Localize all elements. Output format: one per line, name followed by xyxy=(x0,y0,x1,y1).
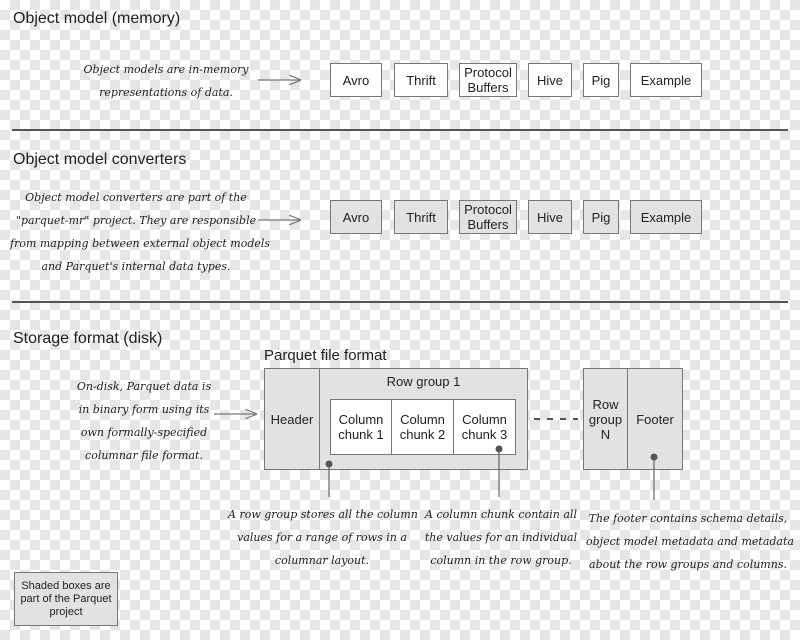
model-box-example: Example xyxy=(630,63,702,97)
section-title-disk: Storage format (disk) xyxy=(13,330,163,347)
converter-box-hive: Hive xyxy=(528,200,572,234)
model-box-hive: Hive xyxy=(528,63,572,97)
note-memory: Object models are in-memory representati… xyxy=(83,63,249,99)
converter-box-thrift: Thrift xyxy=(394,200,448,234)
note-row-group: A row group stores all the column values… xyxy=(228,508,418,567)
footer-box: Footer xyxy=(627,368,683,470)
model-box-protocol-buffers: Protocol Buffers xyxy=(459,63,517,97)
section-divider xyxy=(12,129,788,131)
header-box: Header xyxy=(264,368,320,470)
note-footer: The footer contains schema details, obje… xyxy=(586,512,794,571)
converter-box-example: Example xyxy=(630,200,702,234)
column-chunk-1: Column chunk 1 xyxy=(330,399,392,455)
model-box-pig: Pig xyxy=(583,63,619,97)
model-box-avro: Avro xyxy=(330,63,382,97)
column-chunk-3: Column chunk 3 xyxy=(453,399,516,455)
section-title-memory: Object model (memory) xyxy=(13,10,181,27)
legend-box: Shaded boxes are part of the Parquet pro… xyxy=(14,572,118,626)
converter-box-avro: Avro xyxy=(330,200,382,234)
model-box-thrift: Thrift xyxy=(394,63,448,97)
column-chunk-2: Column chunk 2 xyxy=(391,399,454,455)
converter-box-pig: Pig xyxy=(583,200,619,234)
note-column-chunk: A column chunk contain all the values fo… xyxy=(424,508,578,567)
note-converters: Object model converters are part of the … xyxy=(10,191,271,273)
row-group-n-box: Row group N xyxy=(583,368,628,470)
section-divider xyxy=(12,301,788,303)
note-disk: On-disk, Parquet data is in binary form … xyxy=(76,380,212,462)
file-format-title: Parquet file format xyxy=(264,347,387,364)
converter-box-protocol-buffers: Protocol Buffers xyxy=(459,200,517,234)
section-title-converters: Object model converters xyxy=(13,151,187,168)
